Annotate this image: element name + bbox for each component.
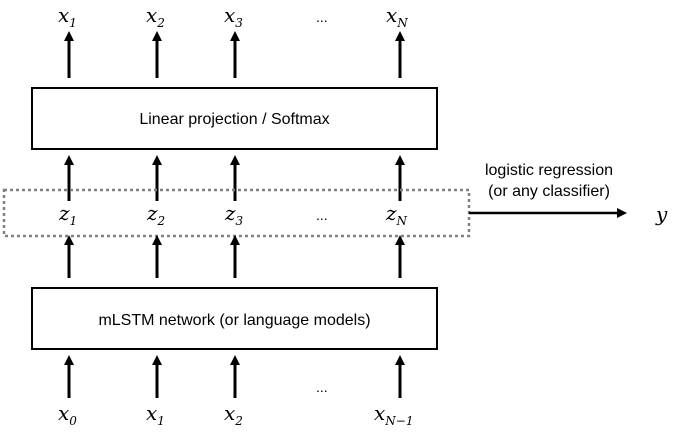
top-output-labels: x1 x2 x3 ... xN [58,3,408,30]
bottom-input-ellipsis: ... [316,379,328,395]
projection-box-rect [31,87,438,150]
top-output-x2: x2 [146,3,165,30]
network-box-label: mLSTM network (or language models) [98,312,370,329]
bottom-input-x2: x2 [224,401,243,428]
hidden-state-z2: z2 [146,201,165,228]
bottom-input-x0: x0 [58,401,77,428]
hidden-to-projection-arrows [64,155,405,201]
classifier-label-line2: (or any classifier) [488,183,610,200]
classifier: logistic regression (or any classifier) … [469,162,668,226]
bottom-input-labels: x0 x1 x2 ... xN−1 [58,379,413,428]
network-to-hidden-arrows [64,235,405,278]
hidden-state-z3: z3 [224,201,244,228]
network-box: mLSTM network (or language models) [31,287,438,350]
hidden-state-zN: zN [385,201,408,228]
top-output-xN: xN [386,3,408,30]
output-arrows [64,31,405,78]
projection-box-label: Linear projection / Softmax [139,111,329,128]
top-output-x3: x3 [224,3,243,30]
classifier-output-y: y [655,202,668,226]
input-arrows [64,355,405,398]
projection-box: Linear projection / Softmax [31,87,438,150]
hidden-state-z1: z1 [58,201,77,228]
bottom-input-xN-1: xN−1 [374,401,413,428]
network-box-rect [31,287,438,350]
bottom-input-x1: x1 [146,401,165,428]
hidden-state-ellipsis: ... [316,207,328,223]
top-output-ellipsis: ... [316,9,328,25]
classifier-label-line1: logistic regression [485,162,613,179]
top-output-x1: x1 [58,3,77,30]
